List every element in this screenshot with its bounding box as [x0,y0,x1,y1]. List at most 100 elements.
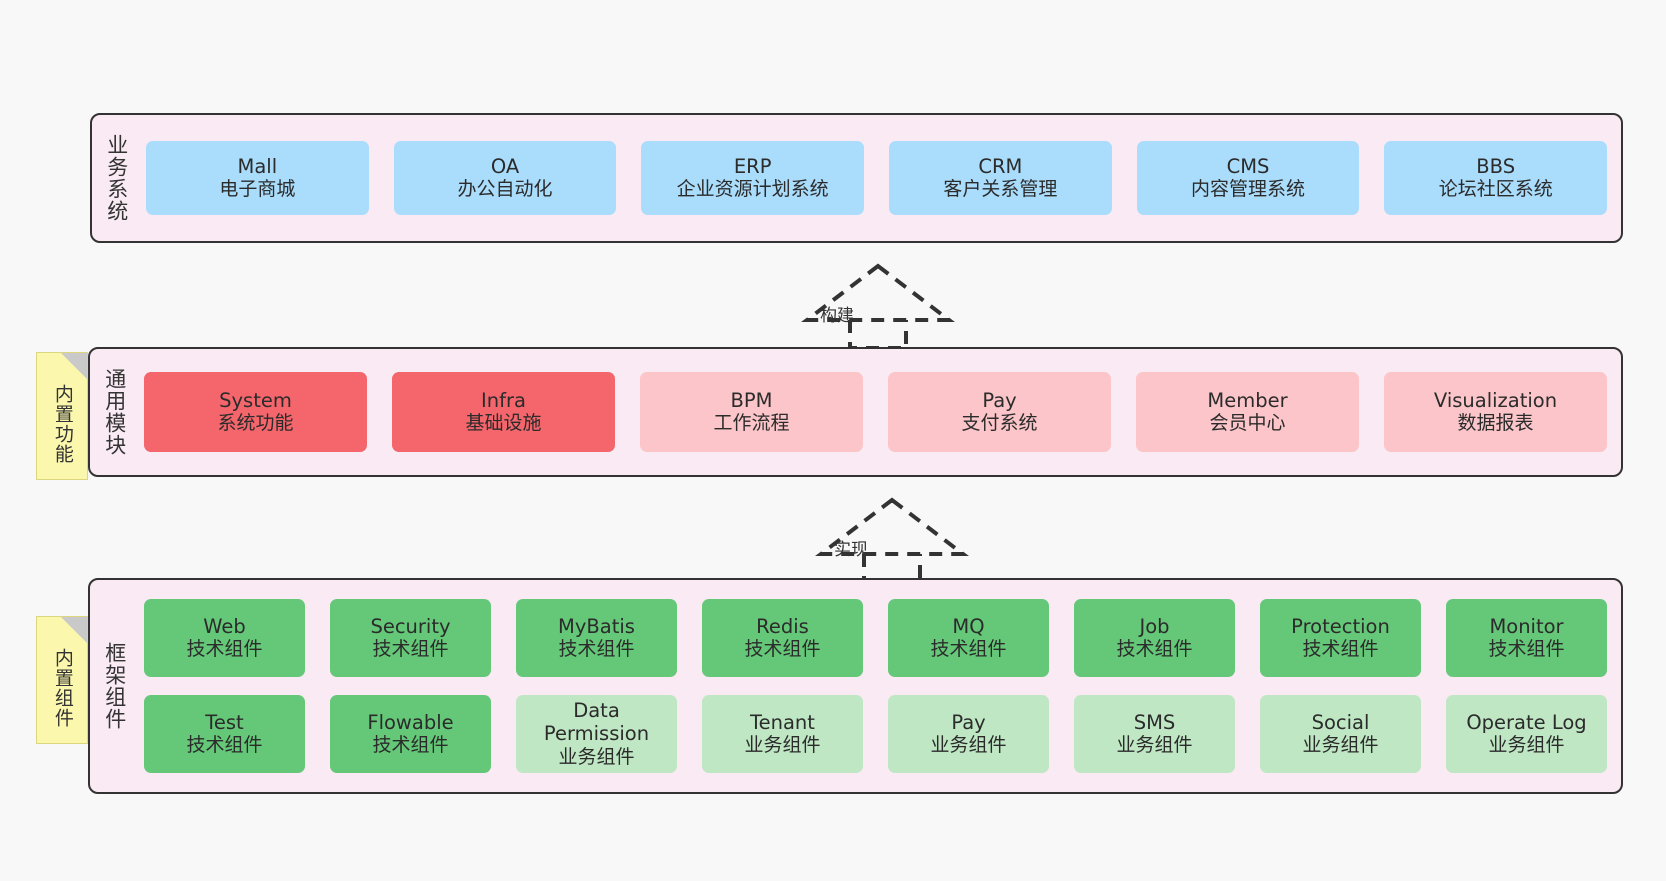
node-oa-cn: 办公自动化 [457,178,553,201]
layer-common-module-title: 通用模块 [102,368,127,456]
node-system-en: System [219,388,292,412]
node-system-cn: 系统功能 [217,412,294,435]
node-visualization-cn: 数据报表 [1457,412,1534,435]
node-social-cn: 业务组件 [1302,734,1379,757]
node-erp-en: ERP [733,154,772,178]
node-tenant-en: Tenant [750,710,815,734]
node-crm-cn: 客户关系管理 [943,178,1058,201]
node-mall-cn: 电子商城 [219,178,296,201]
node-visualization-en: Visualization [1433,388,1558,412]
node-operate-log-cn: 业务组件 [1488,734,1565,757]
node-protection-cn: 技术组件 [1302,638,1379,661]
note-fold-corner-icon [61,353,87,379]
node-cms[interactable]: CMS 内容管理系统 [1136,141,1360,215]
node-flowable-en: Flowable [367,710,454,734]
node-crm-en: CRM [978,154,1023,178]
node-data-permission[interactable]: Data Permission 业务组件 [516,695,677,773]
node-pay-component[interactable]: Pay 业务组件 [888,695,1049,773]
node-security-cn: 技术组件 [372,638,449,661]
node-pay-module-en: Pay [982,388,1017,412]
node-mq-cn: 技术组件 [930,638,1007,661]
layer-framework-component: 框架组件 Web 技术组件 Security 技术组件 MyBatis 技术组件… [88,578,1623,794]
framework-row-1: Web 技术组件 Security 技术组件 MyBatis 技术组件 Redi… [144,599,1607,677]
arrow-implement-label: 实现 [834,540,868,560]
node-flowable-cn: 技术组件 [372,734,449,757]
layer-business-system-body: Mall 电子商城 OA 办公自动化 ERP 企业资源计划系统 CRM 客户关系… [140,115,1621,241]
node-infra-cn: 基础设施 [465,412,542,435]
node-redis[interactable]: Redis 技术组件 [702,599,863,677]
node-pay-component-en: Pay [951,710,986,734]
node-oa[interactable]: OA 办公自动化 [393,141,617,215]
node-bbs[interactable]: BBS 论坛社区系统 [1384,141,1608,215]
layer-common-module-body: System 系统功能 Infra 基础设施 BPM 工作流程 Pay 支付系统… [138,349,1621,475]
node-tenant-cn: 业务组件 [744,734,821,757]
node-mq[interactable]: MQ 技术组件 [888,599,1049,677]
layer-framework-component-body: Web 技术组件 Security 技术组件 MyBatis 技术组件 Redi… [138,580,1621,792]
node-infra[interactable]: Infra 基础设施 [392,372,615,452]
note-builtin-component: 内置组件 [36,616,88,744]
node-tenant[interactable]: Tenant 业务组件 [702,695,863,773]
common-module-row: System 系统功能 Infra 基础设施 BPM 工作流程 Pay 支付系统… [144,372,1607,452]
node-test-cn: 技术组件 [186,734,263,757]
node-test-en: Test [205,710,244,734]
node-mybatis-en: MyBatis [558,614,635,638]
node-operate-log[interactable]: Operate Log 业务组件 [1446,695,1607,773]
node-mybatis[interactable]: MyBatis 技术组件 [516,599,677,677]
layer-common-module: 通用模块 System 系统功能 Infra 基础设施 BPM 工作流程 Pay… [88,347,1623,477]
layer-framework-component-title: 框架组件 [102,642,127,730]
node-social[interactable]: Social 业务组件 [1260,695,1421,773]
node-bpm-en: BPM [730,388,773,412]
node-job-cn: 技术组件 [1116,638,1193,661]
node-member-en: Member [1207,388,1288,412]
node-redis-en: Redis [756,614,809,638]
node-protection[interactable]: Protection 技术组件 [1260,599,1421,677]
node-mall-en: Mall [237,154,278,178]
business-system-row: Mall 电子商城 OA 办公自动化 ERP 企业资源计划系统 CRM 客户关系… [146,141,1608,215]
node-job[interactable]: Job 技术组件 [1074,599,1235,677]
node-member[interactable]: Member 会员中心 [1136,372,1359,452]
node-flowable[interactable]: Flowable 技术组件 [330,695,491,773]
node-data-permission-en: Data Permission [543,698,650,746]
node-bpm[interactable]: BPM 工作流程 [640,372,863,452]
node-pay-component-cn: 业务组件 [930,734,1007,757]
node-bbs-en: BBS [1476,154,1516,178]
node-job-en: Job [1139,614,1170,638]
node-web-cn: 技术组件 [186,638,263,661]
note-fold-corner-icon [61,617,87,643]
node-monitor[interactable]: Monitor 技术组件 [1446,599,1607,677]
node-monitor-en: Monitor [1489,614,1564,638]
note-builtin-feature: 内置功能 [36,352,88,480]
node-bpm-cn: 工作流程 [713,412,790,435]
node-erp[interactable]: ERP 企业资源计划系统 [641,141,865,215]
node-system[interactable]: System 系统功能 [144,372,367,452]
node-member-cn: 会员中心 [1209,412,1286,435]
node-operate-log-en: Operate Log [1466,710,1587,734]
arrow-build-label: 构建 [820,306,854,326]
node-security[interactable]: Security 技术组件 [330,599,491,677]
node-web[interactable]: Web 技术组件 [144,599,305,677]
note-builtin-feature-text: 内置功能 [51,384,74,464]
layer-business-system: 业务系统 Mall 电子商城 OA 办公自动化 ERP 企业资源计划系统 CRM… [90,113,1623,243]
node-bbs-cn: 论坛社区系统 [1438,178,1553,201]
node-pay-module-cn: 支付系统 [961,412,1038,435]
node-sms-en: SMS [1133,710,1176,734]
layer-business-system-title: 业务系统 [104,134,129,222]
node-security-en: Security [370,614,451,638]
node-sms[interactable]: SMS 业务组件 [1074,695,1235,773]
node-visualization[interactable]: Visualization 数据报表 [1384,372,1607,452]
node-test[interactable]: Test 技术组件 [144,695,305,773]
node-social-en: Social [1311,710,1370,734]
arrow-build: 构建 [801,262,955,350]
node-oa-en: OA [490,154,520,178]
note-builtin-component-text: 内置组件 [51,648,74,728]
arrow-implement: 实现 [815,496,969,584]
node-cms-cn: 内容管理系统 [1191,178,1306,201]
node-mq-en: MQ [952,614,985,638]
node-redis-cn: 技术组件 [744,638,821,661]
node-mall[interactable]: Mall 电子商城 [146,141,369,215]
node-monitor-cn: 技术组件 [1488,638,1565,661]
node-web-en: Web [203,614,246,638]
node-infra-en: Infra [481,388,526,412]
node-crm[interactable]: CRM 客户关系管理 [889,141,1112,215]
node-pay-module[interactable]: Pay 支付系统 [888,372,1111,452]
